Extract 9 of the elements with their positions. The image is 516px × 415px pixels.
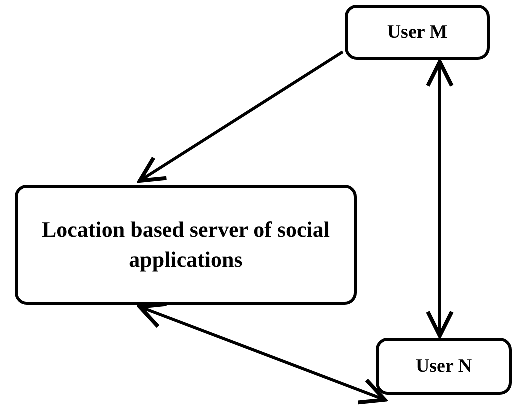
node-label: User M (387, 20, 448, 45)
rounded-box (376, 338, 512, 395)
rounded-box (345, 5, 490, 60)
arrow (138, 302, 387, 405)
node-label: Location based server of social applications (40, 216, 331, 274)
rounded-box (15, 185, 357, 305)
node-label: User N (416, 354, 472, 379)
arrow (426, 60, 454, 338)
arrow (138, 50, 344, 183)
